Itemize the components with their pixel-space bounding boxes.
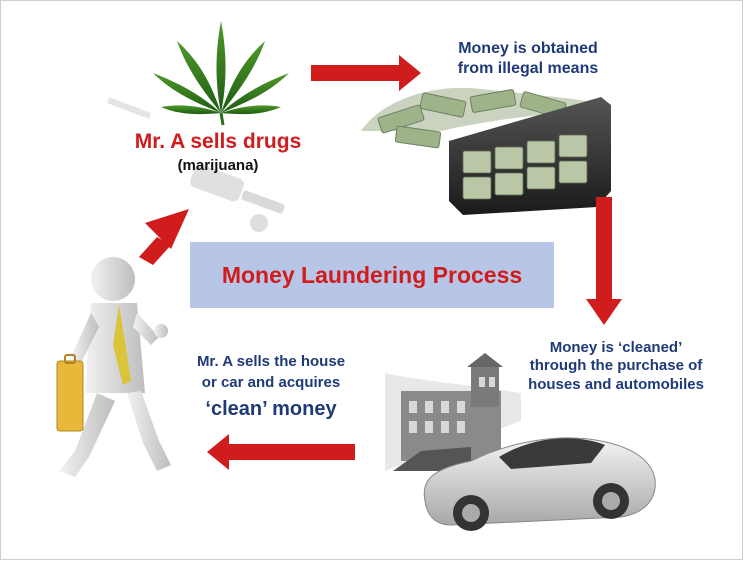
step-sells-line3: ‘clean’ money <box>205 397 337 420</box>
step-cleaned-label: Money is ‘cleaned’ through the purchase … <box>497 339 735 394</box>
sports-car-icon <box>423 437 656 531</box>
syringe-icon <box>107 97 285 232</box>
title-box: Money Laundering Process <box>190 242 554 308</box>
step-cleaned-line2: through the purchase of <box>529 357 703 375</box>
briefcase-icon <box>56 354 84 432</box>
mansion-icon <box>385 353 521 471</box>
step-sells-line1: Mr. A sells the house <box>196 353 346 370</box>
step-cleaned-line1: Money is ‘cleaned’ <box>549 339 683 356</box>
step-sells-label: Mr. A sells the house or car and acquire… <box>171 353 371 421</box>
arrow-drugs-to-money <box>311 55 421 91</box>
diagram-title: Money Laundering Process <box>221 261 523 288</box>
arrow-sells-to-drugs <box>139 209 189 265</box>
step-obtained-label: Money is obtained from illegal means <box>433 39 623 78</box>
cannabis-leaf-icon <box>153 21 289 126</box>
step-obtained-line2: from illegal means <box>457 59 599 77</box>
step-drugs-line1: Mr. A sells drugs <box>134 130 302 153</box>
step-sells-line2: or car and acquires <box>201 374 341 392</box>
walking-man-icon <box>59 257 171 477</box>
arrow-cleaned-to-sells <box>207 434 355 470</box>
step-drugs-line2: (marijuana) <box>177 156 259 174</box>
step-drugs-label: Mr. A sells drugs (marijuana) <box>113 129 323 175</box>
money-briefcase-icon <box>361 87 611 215</box>
arrow-money-to-cleaned <box>586 197 622 325</box>
step-obtained-line1: Money is obtained <box>458 40 598 57</box>
step-cleaned-line3: houses and automobiles <box>528 375 704 393</box>
